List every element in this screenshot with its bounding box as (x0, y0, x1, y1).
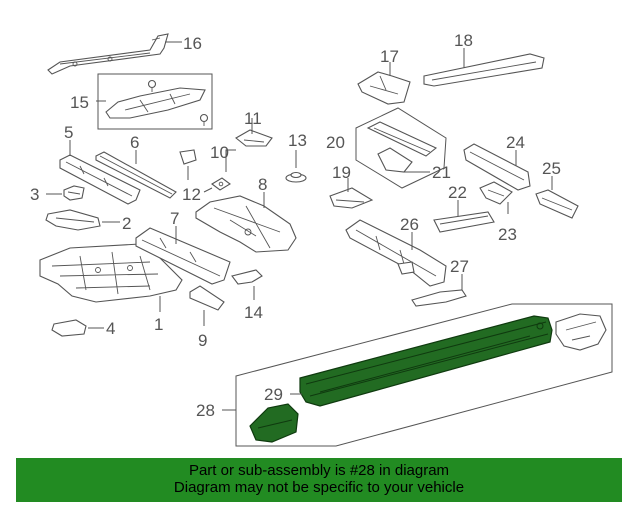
callout-10: 10 (210, 143, 229, 162)
part-9-bar[interactable] (189, 285, 225, 311)
part-2-panel[interactable] (45, 209, 101, 231)
callout-12: 12 (182, 185, 201, 204)
part-21-member[interactable] (377, 147, 413, 173)
part-25-bracket[interactable] (535, 189, 579, 219)
part-17-bracket[interactable] (357, 71, 411, 105)
part-7-rail[interactable] (135, 227, 231, 285)
part-12-clip[interactable] (211, 177, 231, 191)
notice-line-1: Part or sub-assembly is #28 in diagram (188, 462, 450, 479)
part-15-bracket[interactable] (105, 79, 209, 127)
callout-26: 26 (400, 215, 419, 234)
callout-1: 1 (154, 315, 163, 334)
callout-28: 28 (196, 401, 215, 420)
part-12-plug[interactable] (179, 149, 197, 165)
callout-4: 4 (106, 319, 115, 338)
callout-6: 6 (130, 133, 139, 152)
part-8-center-floor[interactable] (195, 195, 297, 253)
callout-24: 24 (506, 133, 525, 152)
part-16-rail[interactable] (47, 33, 169, 75)
callout-27: 27 (450, 257, 469, 276)
part-18-rail[interactable] (423, 53, 545, 87)
part-28-rear-cap[interactable] (555, 313, 607, 351)
callout-21: 21 (432, 163, 451, 182)
part-26-side-member[interactable] (345, 219, 447, 287)
parts-diagram: 16 15 5 6 3 2 1 (30, 31, 613, 447)
callout-9: 9 (198, 331, 207, 350)
part-3-bracket[interactable] (63, 185, 85, 201)
part-24-member[interactable] (463, 143, 531, 191)
part-4-plate[interactable] (51, 319, 87, 337)
callout-18: 18 (454, 31, 473, 50)
callout-8: 8 (258, 175, 267, 194)
callout-29: 29 (264, 385, 283, 404)
callout-11: 11 (244, 109, 262, 128)
callout-14: 14 (244, 303, 263, 322)
part-13-grommet[interactable] (285, 171, 307, 183)
notice-line-2: Diagram may not be specific to your vehi… (173, 479, 465, 496)
part-22-member[interactable] (433, 211, 495, 233)
part-29-sill-plate[interactable] (299, 315, 553, 407)
group-box-20 (355, 107, 447, 189)
group-box-28 (235, 303, 613, 447)
callout-20: 20 (326, 133, 345, 152)
callout-22: 22 (448, 183, 467, 202)
callout-3: 3 (30, 185, 39, 204)
part-27-member[interactable] (411, 289, 467, 307)
part-6-crossmember[interactable] (95, 151, 177, 199)
callout-25: 25 (542, 159, 561, 178)
part-23-bracket[interactable] (479, 181, 513, 205)
callout-17: 17 (380, 47, 399, 66)
callout-7: 7 (170, 209, 179, 228)
notice-banner: Part or sub-assembly is #28 in diagram D… (16, 458, 622, 502)
callout-2: 2 (122, 214, 131, 233)
leader-12 (203, 187, 213, 193)
part-11-bracket[interactable] (235, 129, 273, 147)
part-20-member[interactable] (366, 121, 438, 157)
callout-15: 15 (70, 93, 89, 112)
part-14-bracket[interactable] (231, 269, 263, 285)
callout-16: 16 (183, 34, 202, 53)
callout-19: 19 (332, 163, 351, 182)
part-1-floor-pan[interactable] (39, 243, 183, 303)
leader-10 (225, 149, 236, 172)
callout-5: 5 (64, 123, 73, 142)
part-28-end-cap[interactable] (249, 403, 299, 443)
part-19-member[interactable] (329, 187, 374, 209)
callout-23: 23 (498, 225, 517, 244)
callout-13: 13 (288, 131, 307, 150)
